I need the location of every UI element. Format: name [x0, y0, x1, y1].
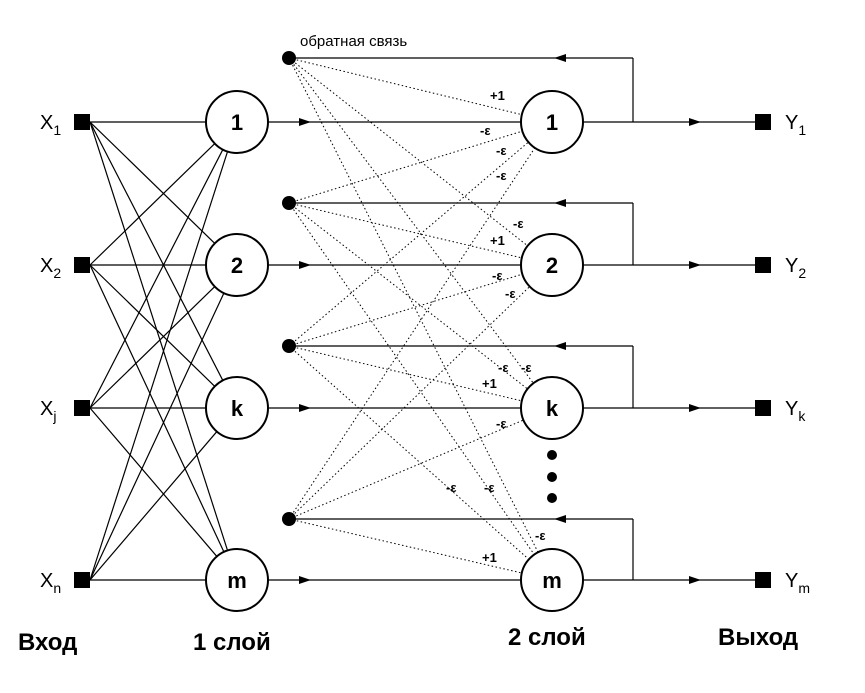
layer1-neuron — [205, 90, 269, 154]
feedback-node — [282, 196, 296, 210]
input-terminal — [74, 114, 90, 130]
ellipsis-dot — [547, 472, 557, 482]
input-to-layer1-connection — [89, 121, 216, 244]
output-label: Yk — [785, 398, 806, 424]
weight-label: -ε — [498, 360, 509, 375]
ellipsis-dot — [547, 493, 557, 503]
input-to-layer1-connection — [89, 286, 216, 409]
weight-label: +1 — [482, 550, 497, 565]
weight-label: -ε — [496, 143, 507, 158]
layer1-neuron — [205, 548, 269, 612]
layer2-neuron — [520, 376, 584, 440]
weight-label: -ε — [446, 480, 457, 495]
feedback-label: обратная связь — [300, 33, 407, 50]
weight-label: +1 — [490, 88, 505, 103]
layer2-neuron-label: k — [546, 396, 559, 421]
input-label: X2 — [40, 255, 61, 281]
weight-label: -ε — [480, 123, 491, 138]
lateral-inhibition-connection — [288, 57, 522, 116]
layer1-neuron-label: k — [231, 396, 244, 421]
weight-label: -ε — [484, 480, 495, 495]
output-terminal — [755, 400, 771, 416]
input-to-layer1-connection — [89, 121, 229, 551]
output-terminal — [755, 572, 771, 588]
lateral-inhibition-connection — [288, 57, 539, 553]
weight-label: +1 — [482, 376, 497, 391]
layer2-neuron — [520, 90, 584, 154]
layer2-caption: 2 слой — [508, 624, 586, 651]
output-label: Y2 — [785, 255, 806, 281]
weight-label: -ε — [521, 360, 532, 375]
layer1-caption: 1 слой — [193, 629, 271, 656]
input-label: Xn — [40, 570, 61, 596]
layer1-neuron — [205, 376, 269, 440]
input-to-layer1-connection — [89, 431, 218, 581]
weight-label: -ε — [492, 268, 503, 283]
layer2-neuron-label: m — [542, 568, 562, 593]
input-to-layer1-connection — [89, 143, 216, 266]
weight-label: -ε — [496, 416, 507, 431]
input-to-layer1-connection — [89, 151, 229, 581]
layer1-neuron-label: 1 — [231, 110, 243, 135]
feedback-node — [282, 51, 296, 65]
lateral-inhibition-connection — [288, 57, 528, 247]
input-terminal — [74, 572, 90, 588]
layer2-neuron — [520, 548, 584, 612]
lateral-inhibition-connection — [288, 130, 523, 204]
input-terminal — [74, 257, 90, 273]
lateral-inhibition-connection — [288, 202, 535, 555]
lateral-inhibition-connection — [288, 141, 529, 347]
output-label: Ym — [785, 570, 810, 596]
output-layer-caption: Выход — [718, 624, 798, 651]
lateral-inhibition-connection — [288, 419, 524, 520]
lateral-inhibition-connection — [288, 202, 528, 390]
feedback-node — [282, 339, 296, 353]
layer1-neuron — [205, 233, 269, 297]
layer2-neuron — [520, 233, 584, 297]
ellipsis-dot — [547, 450, 557, 460]
input-to-layer1-connection — [89, 407, 218, 557]
input-to-layer1-connection — [89, 121, 224, 381]
weight-label: -ε — [505, 286, 516, 301]
input-to-layer1-connection — [89, 264, 216, 387]
input-label: X1 — [40, 112, 61, 138]
lateral-inhibition-connection — [288, 273, 523, 347]
lateral-inhibition-connection — [288, 345, 522, 402]
weight-label: -ε — [513, 216, 524, 231]
output-label: Y1 — [785, 112, 806, 138]
layer1-neuron-label: m — [227, 568, 247, 593]
output-terminal — [755, 257, 771, 273]
input-label: Xj — [40, 398, 56, 424]
weight-label: -ε — [535, 528, 546, 543]
weight-label: -ε — [496, 168, 507, 183]
layer2-neuron-label: 2 — [546, 253, 558, 278]
layer1-neuron-label: 2 — [231, 253, 243, 278]
input-layer-caption: Вход — [18, 629, 77, 656]
feedback-node — [282, 512, 296, 526]
weight-label: +1 — [490, 233, 505, 248]
lateral-inhibition-connection — [288, 345, 530, 560]
input-to-layer1-connection — [89, 292, 225, 581]
input-to-layer1-connection — [89, 149, 224, 409]
input-terminal — [74, 400, 90, 416]
output-terminal — [755, 114, 771, 130]
layer2-neuron-label: 1 — [546, 110, 558, 135]
